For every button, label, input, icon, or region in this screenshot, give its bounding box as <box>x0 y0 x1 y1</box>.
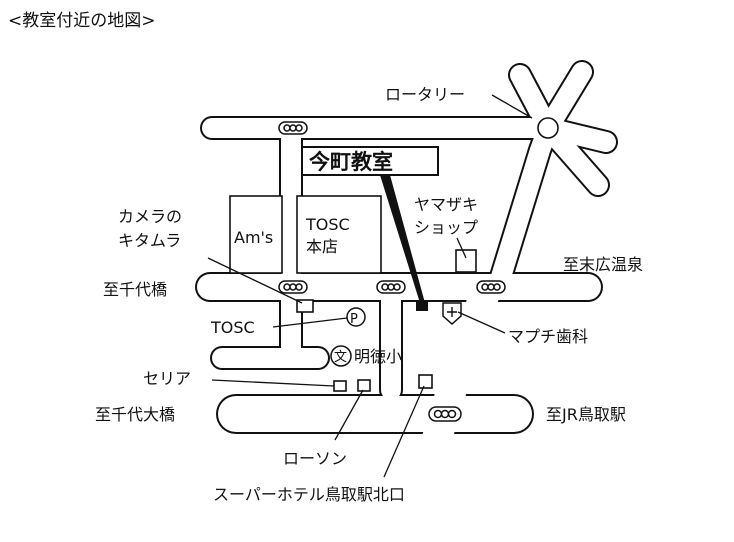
classroom-pointer <box>380 175 425 303</box>
ams-building <box>229 195 283 274</box>
tosc-label: TOSC <box>210 318 255 337</box>
school-icon <box>330 345 352 367</box>
meitoku-label: 明徳小 <box>354 347 402 366</box>
classroom-label-box <box>301 146 439 176</box>
dental-leader <box>457 311 506 334</box>
lawson-label: ローソン <box>283 449 347 468</box>
parking-icon <box>346 307 366 327</box>
rotary-leader <box>491 94 533 119</box>
tosc-main-building <box>296 195 382 274</box>
crossing-marker <box>376 280 406 294</box>
rotary-circle <box>537 117 559 139</box>
hotel-leader <box>383 385 425 478</box>
lawson-leader <box>334 389 364 441</box>
crossing-marker <box>278 121 308 135</box>
seria-label: セリア <box>143 369 191 388</box>
tosc-main-label-2: 本店 <box>306 237 338 256</box>
yamazaki-label-1: ヤマザキ <box>414 195 478 214</box>
classroom-marker <box>416 302 428 311</box>
parking-icon-label: P <box>350 312 358 327</box>
yamazaki-shop-box <box>455 249 477 273</box>
direction-suehiro: 至末広温泉 <box>563 255 643 274</box>
cross-icon <box>447 307 457 317</box>
crossing-marker <box>428 406 462 422</box>
school-icon-label: 文 <box>334 350 347 365</box>
hotel-label: スーパーホテル鳥取駅北口 <box>213 485 405 504</box>
direction-jr-tottori: 至JR鳥取駅 <box>546 405 626 424</box>
roads <box>195 60 618 470</box>
camera-label-1: カメラの <box>118 207 182 226</box>
direction-chiyobashi: 至千代橋 <box>103 280 167 299</box>
classroom-label: 今町教室 <box>309 150 393 174</box>
camera-label-2: キタムラ <box>118 231 181 250</box>
yamazaki-label-2: ショップ <box>414 218 478 237</box>
direction-chiyoohashi: 至千代大橋 <box>95 405 175 424</box>
camera-leader <box>207 257 303 304</box>
rotary-label: ロータリー <box>385 85 465 104</box>
seria-leader <box>211 379 335 387</box>
crossing-marker <box>278 280 308 294</box>
crossing-markers <box>278 121 506 422</box>
lawson-box <box>357 379 371 392</box>
map-title: <教室付近の地図> <box>8 11 156 31</box>
ams-label: Am's <box>234 228 273 247</box>
crossing-marker <box>476 280 506 294</box>
dental-label: マプチ歯科 <box>508 327 588 346</box>
seria-box <box>333 380 347 392</box>
yamazaki-leader <box>456 237 467 259</box>
tosc-leader <box>272 317 348 328</box>
hotel-box <box>418 374 433 389</box>
tosc-main-label-1: TOSC <box>305 215 350 234</box>
